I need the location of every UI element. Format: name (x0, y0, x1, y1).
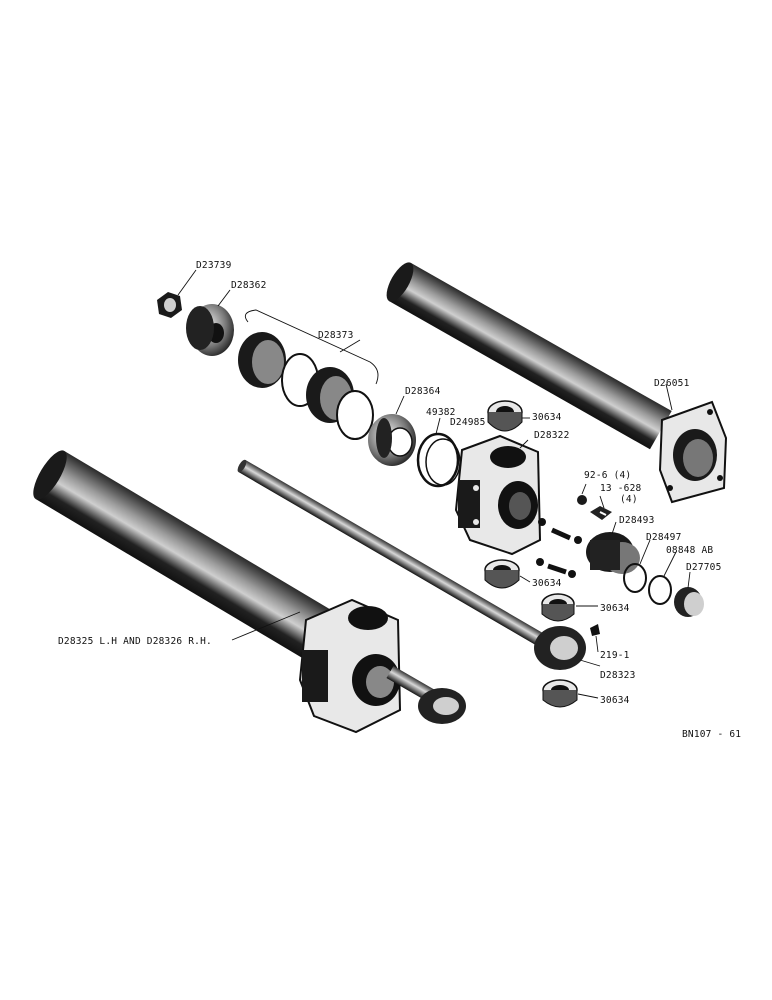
leader-lines (177, 269, 691, 699)
label-30634-b: 30634 (532, 578, 562, 589)
screws-set (536, 518, 582, 578)
piston-d28362 (186, 304, 234, 356)
label-08848ab: 08848 AB (666, 545, 713, 556)
part-labels: D23739 D28362 D28373 D28364 49382 D24985… (58, 260, 741, 740)
label-d28497: D28497 (646, 532, 682, 543)
label-d24985: D24985 (450, 417, 486, 428)
oring-08848ab (648, 575, 672, 605)
label-d23739: D23739 (196, 260, 232, 271)
label-d26051: D26051 (654, 378, 690, 389)
piston-d28493 (586, 532, 640, 574)
drawing-number: BN107 - 61 (682, 729, 741, 740)
bushing-30634-a (487, 400, 523, 432)
label-d28364: D28364 (405, 386, 441, 397)
label-49382: 49382 (426, 407, 456, 418)
capscrew-13-628 (590, 506, 612, 520)
label-30634-a: 30634 (532, 412, 562, 423)
label-d28362: D28362 (231, 280, 267, 291)
barrel-d26051 (386, 262, 728, 504)
bracket-d28373 (244, 309, 379, 385)
bushing-30634-d (542, 679, 578, 708)
bushing-30634-b (484, 559, 520, 589)
label-d28325-d28326: D28325 L.H AND D28326 R.H. (58, 636, 212, 647)
bushing-30634-c (541, 593, 575, 622)
label-30634-c: 30634 (600, 603, 630, 614)
label-13-628: 13 -628 (600, 483, 642, 494)
nut-d23739 (157, 292, 182, 318)
oring-d28497 (623, 563, 647, 593)
label-d28323: D28323 (600, 670, 636, 681)
label-d28373: D28373 (318, 330, 354, 341)
label-92-6: 92-6 (4) (584, 470, 631, 481)
piston-rod-d28323 (237, 459, 586, 670)
grease-fitting-219-1 (590, 624, 600, 636)
lockwasher-92-6 (577, 495, 587, 505)
ring-49382 (416, 432, 461, 488)
bushing-d27705 (674, 587, 704, 617)
packing-set-d28373 (238, 332, 374, 440)
gland-d28364 (368, 414, 416, 466)
label-d28322: D28322 (534, 430, 570, 441)
label-219-1: 219-1 (600, 650, 630, 661)
label-d28493: D28493 (619, 515, 655, 526)
label-30634-d: 30634 (600, 695, 630, 706)
label-13-628-qty: (4) (620, 494, 638, 505)
head-d28322 (454, 434, 542, 556)
cylinder-d28325-d28326 (33, 450, 466, 734)
label-d27705: D27705 (686, 562, 722, 573)
